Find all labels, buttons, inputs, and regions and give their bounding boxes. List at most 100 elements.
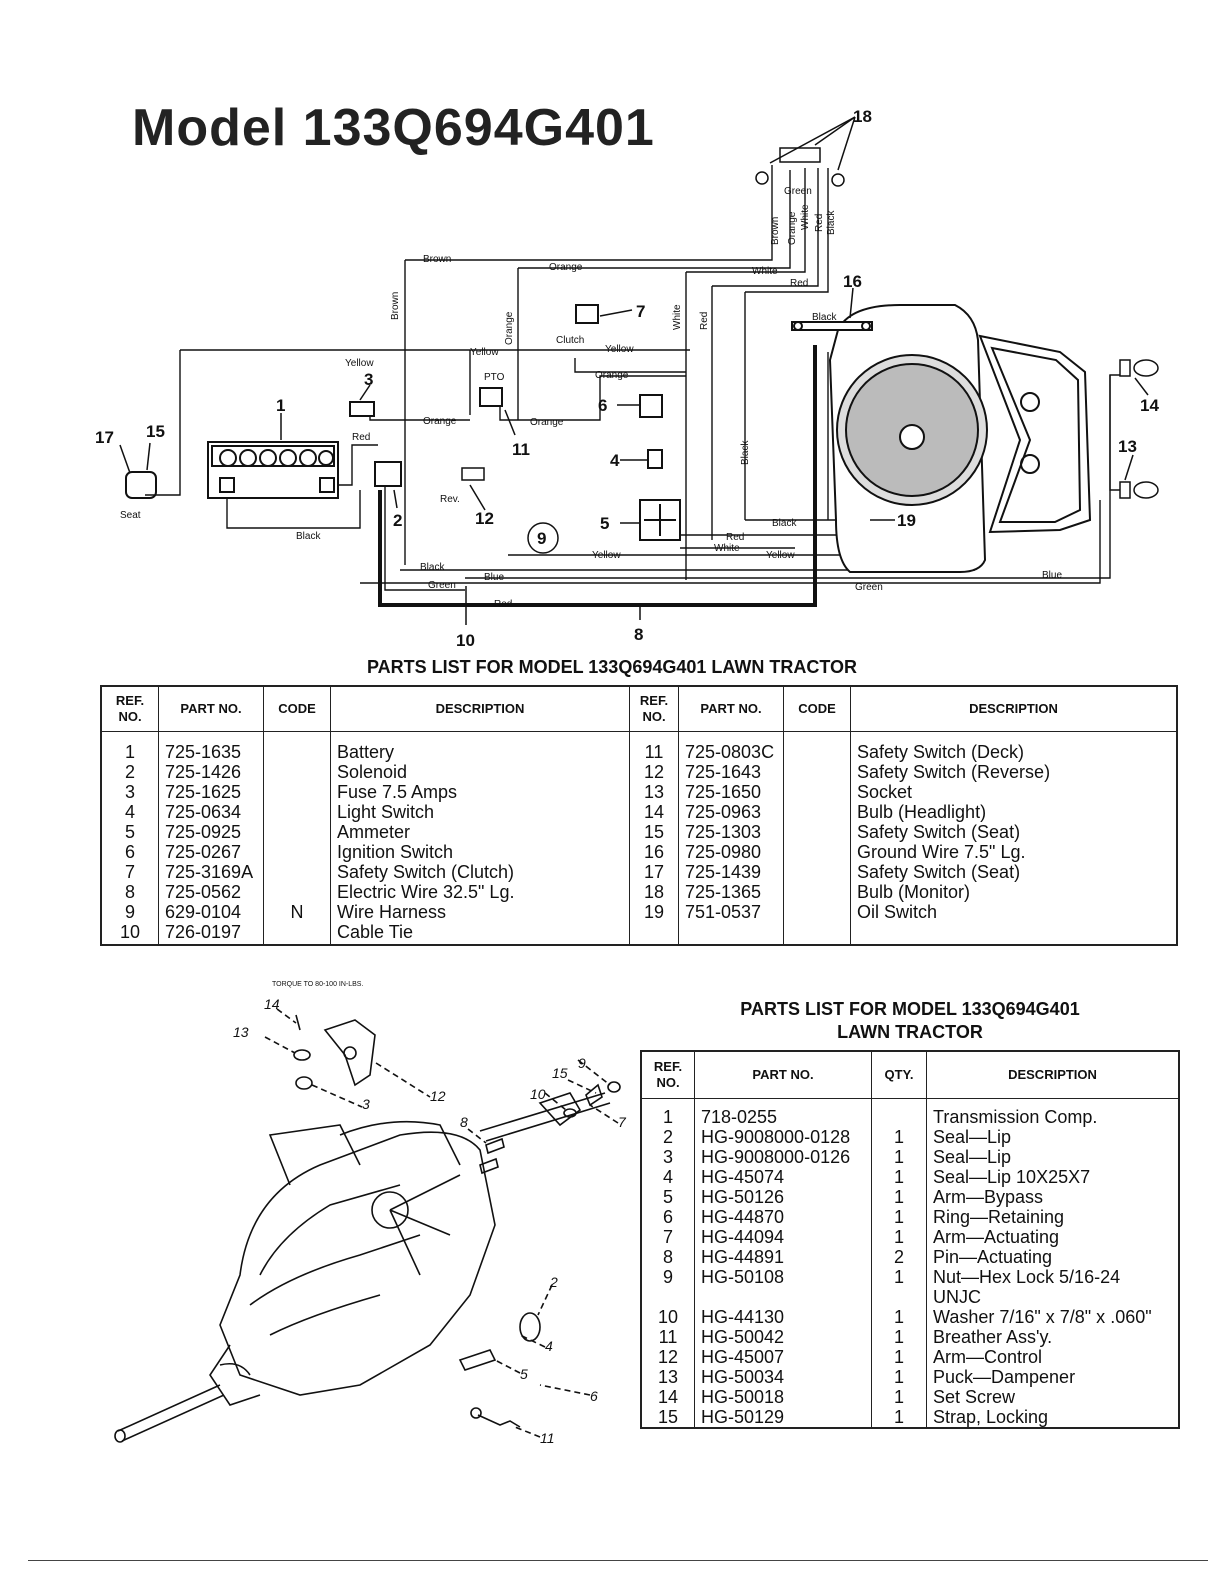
cell-code xyxy=(263,862,331,882)
green-wire xyxy=(360,500,1101,584)
cell-ref: 10 xyxy=(640,1307,695,1327)
transmission-housing xyxy=(219,1131,496,1396)
cell-part: 718-0255 xyxy=(694,1098,872,1127)
electrical-parts-table: REF. NO. PART NO. CODE DESCRIPTION REF. … xyxy=(100,685,1178,946)
cell-description: Pin—Actuating xyxy=(926,1247,1180,1267)
wire-label-blue: Blue xyxy=(484,572,504,583)
cell-qty: 1 xyxy=(871,1347,927,1367)
callout-18: 18 xyxy=(853,107,872,126)
wire-label-orange: Orange xyxy=(549,262,583,273)
cell-description: Bulb (Headlight) xyxy=(850,802,1178,822)
cell-ref: 4 xyxy=(640,1167,695,1187)
harness-label-green: Green xyxy=(784,186,812,197)
cell-qty: 1 xyxy=(871,1387,927,1407)
white-wire-top xyxy=(685,168,806,580)
cell-description: Ground Wire 7.5" Lg. xyxy=(850,842,1178,862)
wire-label-white-low: White xyxy=(714,543,740,554)
cell-ref: 7 xyxy=(100,862,159,882)
drawing-callout-4: 4 xyxy=(545,1338,553,1354)
wire-label-orange-vertical: Orange xyxy=(504,311,515,345)
cell-description: Solenoid xyxy=(330,762,630,782)
callout-19: 19 xyxy=(897,511,916,530)
ignition-switch xyxy=(639,394,663,418)
cell-description: Ammeter xyxy=(330,822,630,842)
battery xyxy=(207,441,339,499)
cell-ref: 3 xyxy=(100,782,159,802)
cell-part: HG-44870 xyxy=(694,1207,872,1227)
cell-ref: 12 xyxy=(629,762,679,782)
col-header-code: CODE xyxy=(263,685,331,732)
breather xyxy=(477,1414,521,1428)
cell-qty: 1 xyxy=(871,1407,927,1428)
transmission-parts-heading: PARTS LIST FOR MODEL 133Q694G401 LAWN TR… xyxy=(640,998,1180,1044)
cell-ref: 4 xyxy=(100,802,159,822)
harness-label-orange: Orange xyxy=(787,211,798,245)
callout-11: 11 xyxy=(512,440,530,459)
cell-part: 725-1625 xyxy=(158,782,264,802)
cell-code xyxy=(783,922,851,945)
cell-description: Strap, Locking xyxy=(926,1407,1180,1428)
cell-description xyxy=(850,922,1178,945)
electrical-parts-heading: PARTS LIST FOR MODEL 133Q694G401 LAWN TR… xyxy=(366,657,858,677)
drawing-callout-13: 13 xyxy=(233,1024,249,1040)
callout-14: 14 xyxy=(1140,396,1159,415)
cell-description: Wire Harness xyxy=(330,902,630,922)
wire-label-red-vertical: Red xyxy=(699,312,710,330)
cell-part: 751-0537 xyxy=(678,902,784,922)
cell-ref: 1 xyxy=(100,731,159,762)
cell-code xyxy=(263,782,331,802)
clutch-label: Clutch xyxy=(556,335,584,346)
cell-ref: 19 xyxy=(629,902,679,922)
cell-code xyxy=(783,782,851,802)
clutch-switch xyxy=(575,304,599,324)
cell-description: Washer 7/16" x 7/8" x .060" xyxy=(926,1307,1180,1327)
wire-label-black-battery: Black xyxy=(296,531,321,542)
wire-label-brown: Brown xyxy=(423,254,451,265)
cell-part: 725-1365 xyxy=(678,882,784,902)
harness-label-brown: Brown xyxy=(770,217,781,245)
wire-label-yellow-seat: Yellow xyxy=(345,358,374,369)
yellow-wire-seat xyxy=(145,349,690,496)
cell-description: Arm—Actuating xyxy=(926,1227,1180,1247)
drawing-callout-15: 15 xyxy=(552,1065,568,1081)
cell-ref: 18 xyxy=(629,882,679,902)
cell-code xyxy=(263,762,331,782)
fuse xyxy=(349,401,375,417)
cell-part: HG-45007 xyxy=(694,1347,872,1367)
ammeter xyxy=(639,499,681,541)
cell-code xyxy=(263,842,331,862)
cell-ref: 15 xyxy=(640,1407,695,1428)
cell-description: Light Switch xyxy=(330,802,630,822)
callout-4: 4 xyxy=(610,451,620,470)
cell-code xyxy=(263,802,331,822)
pto-label: PTO xyxy=(484,372,505,383)
table-header-row: REF. NO. PART NO. CODE DESCRIPTION REF. … xyxy=(100,685,1178,732)
cell-part: HG-50129 xyxy=(694,1407,872,1428)
wiring-diagram: Brown Brown Orange Orange White White Re… xyxy=(95,107,1159,650)
callout-15: 15 xyxy=(146,422,165,441)
cell-qty: 1 xyxy=(871,1167,927,1187)
wire-label-black-oil: Black xyxy=(772,518,797,529)
drawing-callout-9: 9 xyxy=(578,1055,586,1071)
cell-qty: 1 xyxy=(871,1227,927,1247)
cell-qty: 1 xyxy=(871,1187,927,1207)
cell-description: Socket xyxy=(850,782,1178,802)
drawing-callout-12: 12 xyxy=(430,1088,446,1104)
cell-code xyxy=(263,731,331,762)
seat-switch xyxy=(125,471,157,499)
cell-part: 725-0634 xyxy=(158,802,264,822)
cell-part: HG-9008000-0126 xyxy=(694,1147,872,1167)
cell-description: Safety Switch (Seat) xyxy=(850,822,1178,842)
cell-description: Safety Switch (Reverse) xyxy=(850,762,1178,782)
cell-part: HG-44130 xyxy=(694,1307,872,1327)
wire-label-black-engine: Black xyxy=(740,440,751,465)
cell-ref: 13 xyxy=(629,782,679,802)
